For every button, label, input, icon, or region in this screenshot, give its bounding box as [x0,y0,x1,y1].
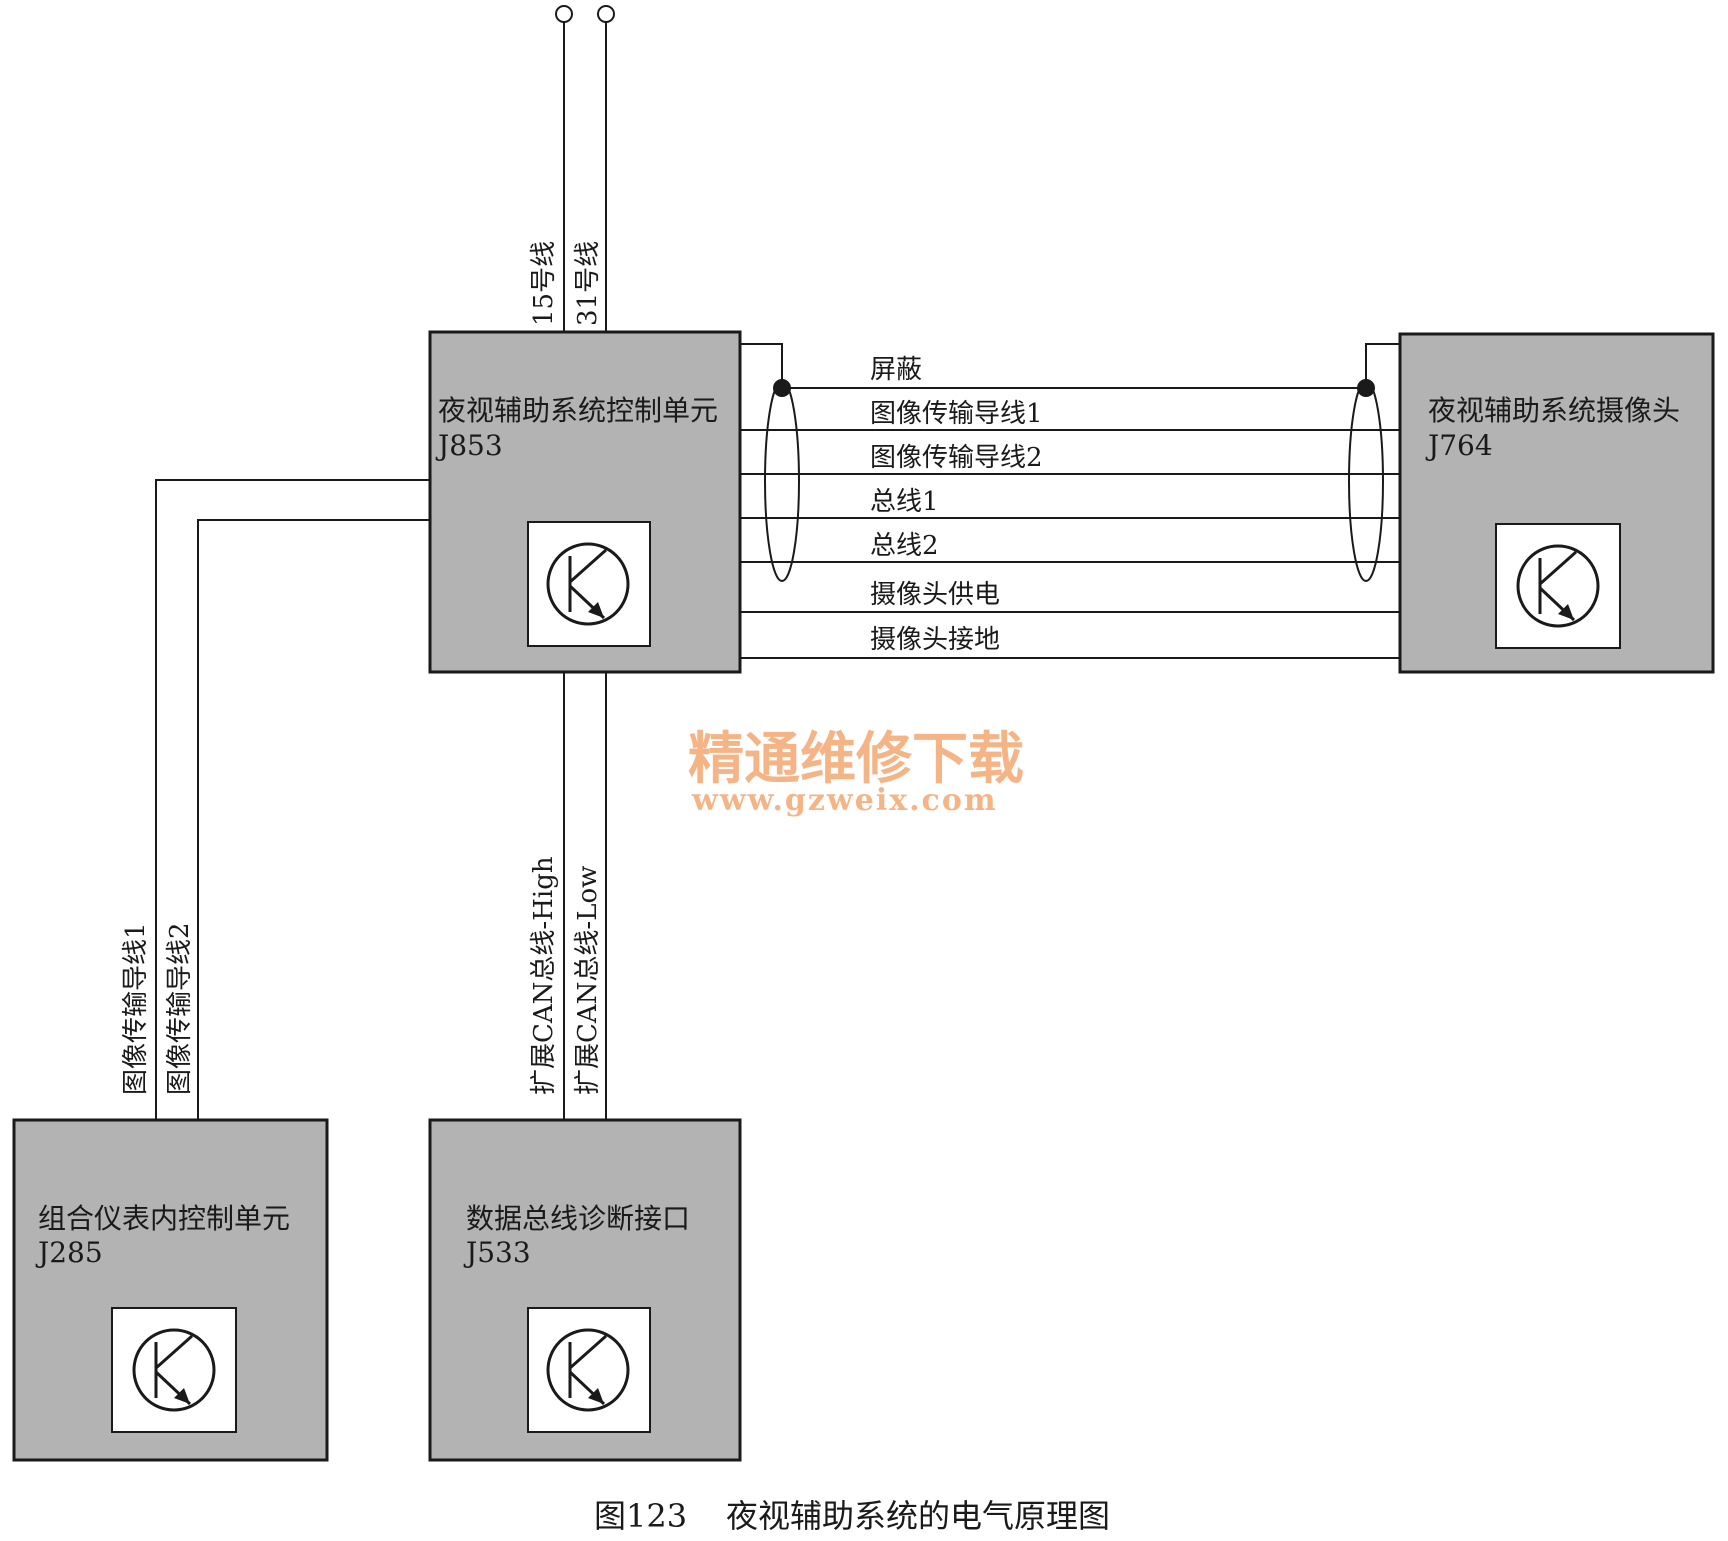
figure-number: 图123 [594,1497,687,1535]
wire-shield [740,343,1400,389]
transistor-icon-j285 [111,1307,237,1433]
module-j853-name: 夜视辅助系统控制单元 [438,394,718,427]
module-j764-name: 夜视辅助系统摄像头 [1428,394,1680,427]
wire-label-bus-2: 总线2 [870,531,939,561]
wire-label-camera-ground: 摄像头接地 [870,625,1000,655]
terminal-31 [597,5,615,23]
watermark-name: 精通维修下载 [688,726,1024,792]
figure-title: 夜视辅助系统的电气原理图 [726,1497,1110,1535]
watermark-url: www.gzweix.com [691,783,998,818]
wire-label-image-2: 图像传输导线2 [870,443,1043,473]
wire-label-shield: 屏蔽 [870,355,922,385]
wire-label-31: 31号线 [573,241,603,326]
terminal-15 [555,5,573,23]
module-j533-name: 数据总线诊断接口 [466,1202,690,1235]
transistor-icon-j764 [1495,523,1621,649]
module-j285-code: J285 [35,1236,103,1269]
wire-label-can-high: 扩展CAN总线-High [529,856,559,1095]
transistor-icon-j853 [527,521,651,647]
wire-label-cluster-image-2: 图像传输导线2 [165,922,195,1095]
wire-label-15: 15号线 [529,241,559,326]
shield-ellipse-right [1348,380,1384,582]
wire-label-image-1: 图像传输导线1 [870,399,1043,429]
module-j285-name: 组合仪表内控制单元 [38,1202,290,1235]
module-j764-code: J764 [1425,429,1493,462]
wire-label-can-low: 扩展CAN总线-Low [573,866,603,1095]
wire-cluster-image-2 [197,519,430,1120]
wire-label-bus-1: 总线1 [870,487,939,517]
transistor-icon-j533 [527,1307,651,1433]
module-j853-code: J853 [435,429,503,462]
wire-label-cluster-image-1: 图像传输导线1 [121,922,151,1095]
wire-label-camera-power: 摄像头供电 [870,580,1000,610]
module-j533-code: J533 [463,1236,531,1269]
shield-ellipse-left [764,380,800,582]
wire-cluster-image-1 [155,479,430,1120]
